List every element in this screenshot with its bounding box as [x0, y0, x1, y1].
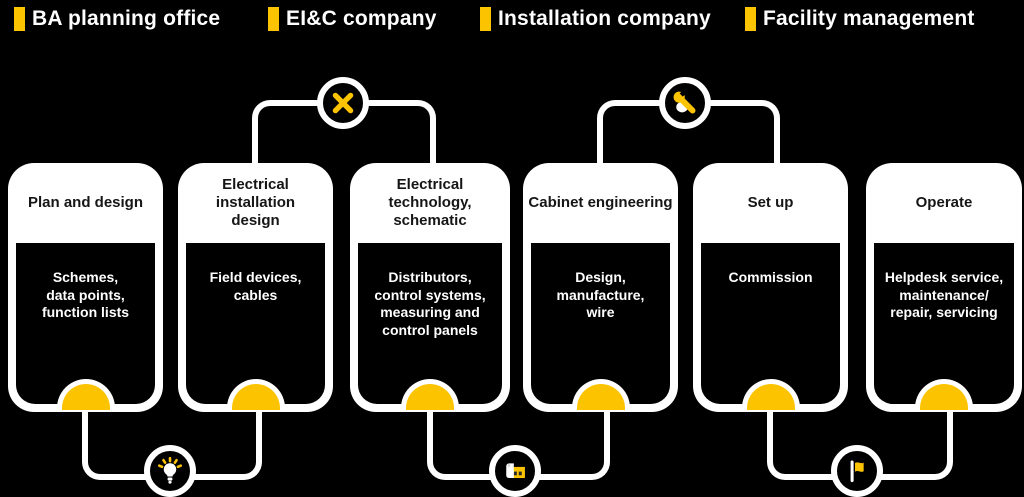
legend-label: EI&C company — [286, 7, 437, 30]
card-electrical-installation-design: Electrical installation design Field dev… — [178, 163, 333, 412]
card-body: Commission — [701, 243, 840, 404]
card-set-up: Set up Commission — [693, 163, 848, 412]
legend-marker — [14, 7, 25, 31]
node-package — [489, 445, 541, 497]
card-title: Cabinet engineering — [528, 194, 673, 211]
package-icon — [501, 457, 529, 485]
card-body: Design, manufacture, wire — [531, 243, 670, 404]
legend-label: Facility management — [763, 7, 975, 30]
card-body: Helpdesk service, maintenance/ repair, s… — [874, 243, 1014, 404]
legend-label: Installation company — [498, 7, 711, 30]
legend-item-eic-company: EI&C company — [268, 5, 437, 33]
card-cabinet-engineering: Cabinet engineering Design, manufacture,… — [523, 163, 678, 412]
legend-label: BA planning office — [32, 7, 221, 30]
card-electrical-technology-schematic: Electrical technology, schematic Distrib… — [350, 163, 510, 412]
lightbulb-icon — [156, 457, 184, 485]
node-wrench — [659, 77, 711, 129]
card-body: Field devices, cables — [186, 243, 325, 404]
card-title: Operate — [915, 194, 973, 211]
legend-marker — [268, 7, 279, 31]
crossed-tools-icon — [329, 89, 357, 117]
legend-item-ba-planning-office: BA planning office — [14, 5, 220, 33]
node-crossed-tools — [317, 77, 369, 129]
card-title: Electrical technology, schematic — [388, 176, 472, 229]
node-lightbulb — [144, 445, 196, 497]
card-operate: Operate Helpdesk service, maintenance/ r… — [866, 163, 1022, 412]
legend-item-facility-management: Facility management — [745, 5, 975, 33]
wrench-icon — [671, 89, 699, 117]
node-flag — [831, 445, 883, 497]
legend-marker — [480, 7, 491, 31]
card-title: Electrical installation design — [215, 176, 296, 229]
card-plan-and-design: Plan and design Schemes, data points, fu… — [8, 163, 163, 412]
flag-icon — [843, 457, 871, 485]
card-body: Schemes, data points, function lists — [16, 243, 155, 404]
card-title: Plan and design — [27, 194, 144, 211]
legend-marker — [745, 7, 756, 31]
card-body: Distributors, control systems, measuring… — [358, 243, 502, 404]
card-title: Set up — [747, 194, 794, 211]
legend-item-installation-company: Installation company — [480, 5, 711, 33]
